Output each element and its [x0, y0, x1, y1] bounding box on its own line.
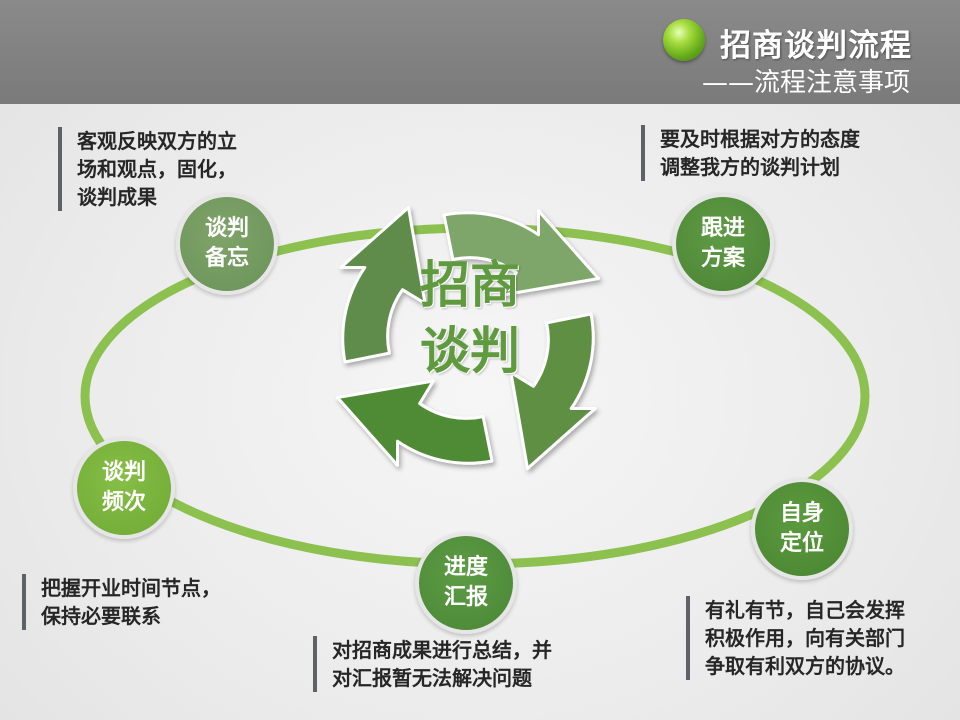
note-line: 把握开业时间节点，	[41, 576, 221, 600]
note-line: 调整我方的谈判计划	[660, 155, 840, 179]
node-label-line2: 定位	[779, 531, 824, 556]
note-line: 对招商成果进行总结，并	[332, 638, 552, 662]
node-follow-up-plan: 跟进方案	[672, 193, 774, 295]
arrow-bottom	[336, 379, 494, 467]
note-line: 有礼有节，自己会发挥	[705, 598, 905, 622]
center-title-line1: 招商	[420, 256, 520, 314]
node-label-line2: 汇报	[443, 585, 488, 610]
node-progress-report: 进度汇报	[415, 532, 517, 634]
node-label-line1: 谈判	[101, 460, 146, 485]
node-negotiation-memo: 谈判备忘	[176, 193, 278, 295]
center-title: 招商 谈判	[395, 252, 545, 384]
node-label-line2: 备忘	[204, 246, 249, 271]
center-title-line2: 谈判	[420, 322, 520, 380]
note-line: 场和观点，固化，	[77, 157, 237, 181]
page-title: 招商谈判流程	[720, 28, 912, 64]
note-memo: 客观反映双方的立 场和观点，固化， 谈判成果	[58, 127, 237, 211]
note-line: 要及时根据对方的态度	[660, 127, 860, 151]
note-line: 客观反映双方的立	[77, 129, 237, 153]
note-line: 积极作用，向有关部门	[705, 626, 905, 650]
note-report: 对招商成果进行总结，并 对汇报暂无法解决问题	[313, 636, 552, 692]
node-label-line2: 频次	[101, 490, 146, 515]
note-frequency: 把握开业时间节点， 保持必要联系	[22, 574, 221, 630]
node-label-line2: 方案	[700, 246, 745, 271]
green-ball-icon	[663, 19, 705, 61]
node-label-line1: 跟进	[700, 216, 745, 241]
node-label-line1: 谈判	[204, 216, 249, 241]
node-negotiation-frequency: 谈判频次	[73, 437, 175, 539]
note-line: 谈判成果	[77, 185, 157, 209]
note-line: 保持必要联系	[41, 604, 161, 628]
node-label-line1: 自身	[779, 501, 824, 526]
node-self-positioning: 自身定位	[751, 478, 853, 580]
header-bar: 招商谈判流程 ——流程注意事项	[0, 0, 960, 104]
note-self-positioning: 有礼有节，自己会发挥 积极作用，向有关部门 争取有利双方的协议。	[686, 596, 905, 680]
node-label-line1: 进度	[443, 555, 488, 580]
note-follow-up: 要及时根据对方的态度 调整我方的谈判计划	[641, 125, 860, 181]
page-subtitle: ——流程注意事项	[702, 68, 911, 98]
note-line: 争取有利双方的协议。	[705, 654, 905, 678]
note-line: 对汇报暂无法解决问题	[332, 666, 532, 690]
